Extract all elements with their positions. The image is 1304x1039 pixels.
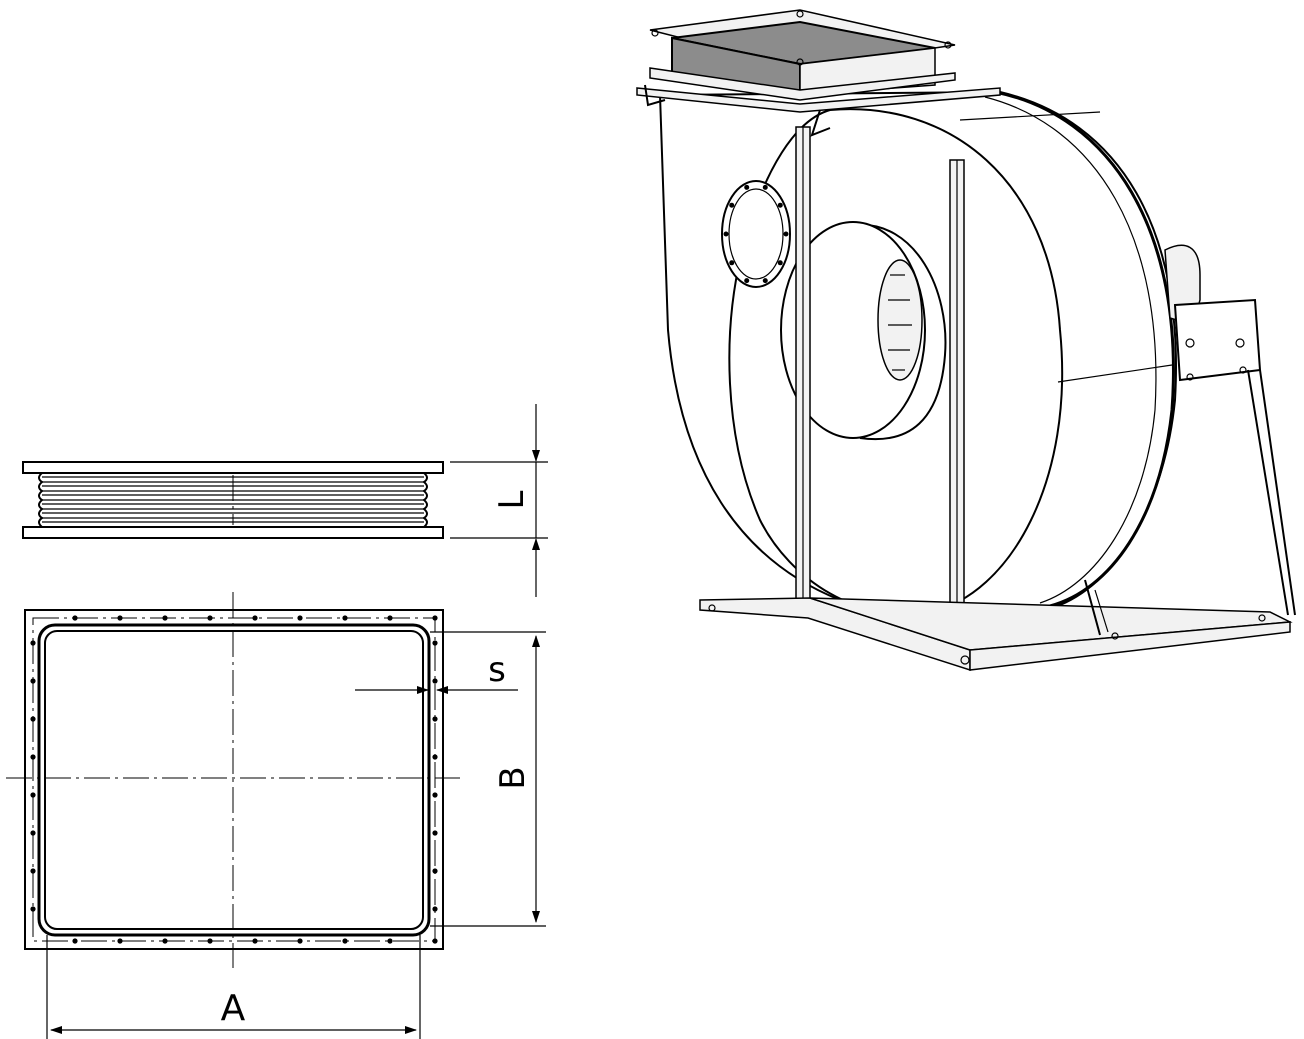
centrifugal-fan-illustration <box>636 9 1296 672</box>
bolt-hole <box>30 792 36 798</box>
bolt-hole <box>72 938 78 944</box>
compensator-side-view <box>22 461 444 539</box>
bolt-hole <box>117 938 123 944</box>
dimension-b-label: B <box>493 766 533 789</box>
bolt-hole <box>252 938 258 944</box>
bolt-hole <box>432 792 438 798</box>
door-bolt <box>729 260 735 266</box>
bolt-hole <box>432 830 438 836</box>
door-bolt <box>777 202 783 208</box>
bolt-hole <box>72 615 78 621</box>
bolt-hole <box>432 906 438 912</box>
bolt-hole <box>30 906 36 912</box>
bolt-hole <box>252 615 258 621</box>
opening-outer <box>37 623 431 937</box>
dimension-s-label: s <box>488 650 506 690</box>
bolt-hole <box>297 938 303 944</box>
bolt-circle <box>32 617 436 942</box>
bolt-hole <box>387 938 393 944</box>
bolt-hole <box>432 615 438 621</box>
base-frame <box>699 579 1293 672</box>
opening-inner <box>44 630 424 930</box>
bolt-hole <box>432 640 438 646</box>
bottom-flange <box>22 526 444 539</box>
door-bolt <box>723 231 729 237</box>
bolt-hole <box>387 615 393 621</box>
dimension-l-label: L <box>492 490 532 509</box>
dimension-a-label: A <box>221 988 246 1029</box>
dimension-b <box>430 631 546 927</box>
bolt-hole <box>432 938 438 944</box>
door-bolt <box>729 202 735 208</box>
bolt-hole <box>207 615 213 621</box>
door-bolt <box>777 260 783 266</box>
door-bolt <box>762 278 768 284</box>
top-flange <box>22 461 444 474</box>
dimension-a <box>46 935 421 1039</box>
door-bolt <box>744 278 750 284</box>
bolt-hole <box>432 716 438 722</box>
bolt-hole <box>297 615 303 621</box>
bolt-hole <box>30 640 36 646</box>
bolt-hole <box>30 716 36 722</box>
bolt-hole <box>432 678 438 684</box>
bolt-hole <box>432 868 438 874</box>
bolt-hole <box>30 678 36 684</box>
inspection-door <box>721 180 791 288</box>
bolt-hole <box>162 615 168 621</box>
door-bolt <box>744 184 750 190</box>
bolt-hole <box>30 830 36 836</box>
outer-flange <box>24 609 444 950</box>
bolt-hole <box>162 938 168 944</box>
door-bolt <box>783 231 789 237</box>
bolt-hole <box>30 868 36 874</box>
compensator-front-view <box>6 592 460 968</box>
bolt-hole <box>30 754 36 760</box>
bolt-hole <box>207 938 213 944</box>
bolt-hole <box>117 615 123 621</box>
bolt-hole <box>432 754 438 760</box>
bolt-holes <box>30 615 438 944</box>
door-bolt <box>762 184 768 190</box>
dimension-l <box>450 404 548 597</box>
bolt-hole <box>342 615 348 621</box>
bolt-hole <box>342 938 348 944</box>
